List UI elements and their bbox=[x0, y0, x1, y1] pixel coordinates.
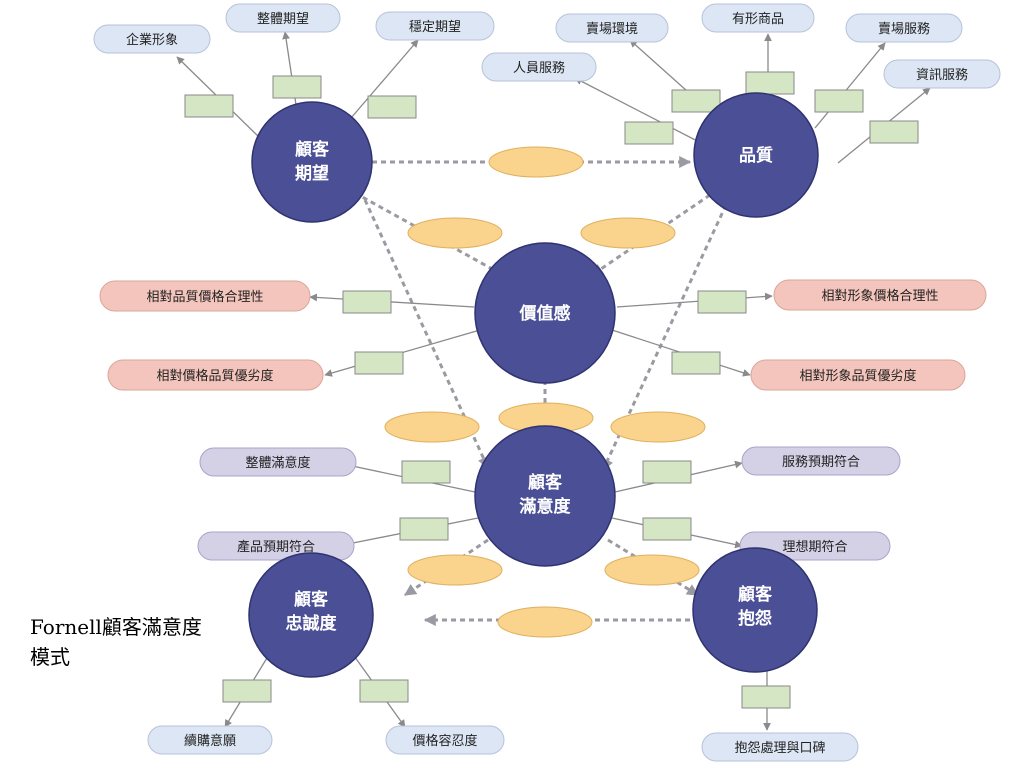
node-customer-satisfaction-line1: 顧客 bbox=[528, 472, 563, 493]
pill-personnel-service-label: 人員服務 bbox=[513, 61, 565, 76]
pill-overall-expectation: 整體期望 bbox=[225, 3, 341, 33]
node-customer-expectation-line2: 期望 bbox=[295, 163, 329, 184]
pill-overall-satisfaction: 整體滿意度 bbox=[199, 447, 357, 477]
pill-repurchase-intention: 續購意願 bbox=[147, 725, 273, 755]
pill-rel-image-price-label: 相對形象價格合理性 bbox=[821, 288, 938, 304]
pill-corporate-image: 企業形象 bbox=[93, 24, 211, 54]
node-customer-complaint: 顧客 抱怨 bbox=[692, 547, 818, 673]
pill-rel-image-quality-label: 相對形象品質優劣度 bbox=[799, 368, 916, 384]
node-customer-satisfaction-line2: 滿意度 bbox=[520, 496, 572, 517]
pill-complaint-handling: 抱怨處理與口碑 bbox=[701, 732, 859, 762]
pill-tangible-products: 有形商品 bbox=[701, 3, 815, 33]
pill-rel-quality-price-label: 相對品質價格合理性 bbox=[146, 289, 263, 305]
pill-price-tolerance-label: 價格容忍度 bbox=[412, 733, 477, 749]
pill-price-tolerance: 價格容忍度 bbox=[385, 725, 505, 755]
pill-ideal-expectation-fit-label: 理想期符合 bbox=[782, 539, 847, 555]
pill-corporate-image-label: 企業形象 bbox=[126, 32, 178, 48]
constructs: 顧客 期望 品質 價值感 顧客 滿意度 顧客 忠誠度 顧客 抱怨 bbox=[248, 92, 819, 678]
node-quality-label: 品質 bbox=[739, 145, 773, 166]
node-customer-loyalty-line2: 忠誠度 bbox=[286, 613, 338, 634]
pill-stable-expectation: 穩定期望 bbox=[375, 11, 495, 41]
pill-rel-image-quality: 相對形象品質優劣度 bbox=[750, 359, 966, 391]
node-customer-loyalty-line1: 顧客 bbox=[294, 589, 329, 610]
indicator-pills: 企業形象 整體期望 穩定期望 賣場環境 有形商品 賣場服務 人員服務 bbox=[93, 3, 1001, 762]
pill-information-service-label: 資訊服務 bbox=[916, 68, 968, 83]
pill-complaint-handling-label: 抱怨處理與口碑 bbox=[734, 740, 825, 756]
pill-repurchase-intention-label: 續購意願 bbox=[184, 733, 236, 749]
pill-tangible-products-label: 有形商品 bbox=[732, 12, 784, 27]
pill-personnel-service: 人員服務 bbox=[481, 52, 597, 82]
path-ovals bbox=[384, 146, 706, 638]
node-perceived-value-label: 價值感 bbox=[519, 303, 571, 324]
pill-stable-expectation-label: 穩定期望 bbox=[409, 19, 461, 35]
pill-service-expectation-fit-label: 服務預期符合 bbox=[782, 454, 860, 470]
pill-information-service: 資訊服務 bbox=[883, 59, 1001, 89]
node-customer-complaint-line2: 抱怨 bbox=[738, 608, 772, 629]
pill-overall-expectation-label: 整體期望 bbox=[257, 11, 309, 27]
node-customer-complaint-line1: 顧客 bbox=[738, 584, 773, 605]
pill-store-environment-label: 賣場環境 bbox=[586, 22, 638, 37]
indicator-boxes bbox=[184, 71, 919, 709]
diagram-caption: Fornell顧客滿意度模式 bbox=[30, 615, 202, 669]
pill-store-service-label: 賣場服務 bbox=[878, 22, 930, 37]
pill-rel-quality-price: 相對品質價格合理性 bbox=[99, 280, 311, 312]
pill-rel-image-price: 相對形象價格合理性 bbox=[773, 279, 987, 311]
node-customer-expectation: 顧客 期望 bbox=[251, 101, 373, 223]
node-customer-expectation-line1: 顧客 bbox=[295, 139, 330, 160]
node-perceived-value: 價值感 bbox=[474, 242, 616, 384]
pill-store-environment: 賣場環境 bbox=[555, 13, 669, 43]
pill-service-expectation-fit: 服務預期符合 bbox=[741, 446, 901, 476]
pill-store-service: 賣場服務 bbox=[845, 13, 963, 43]
pill-product-expectation-fit-label: 產品預期符合 bbox=[237, 539, 315, 555]
pill-rel-price-quality-label: 相對價格品質優劣度 bbox=[156, 368, 273, 384]
pill-overall-satisfaction-label: 整體滿意度 bbox=[245, 455, 310, 471]
node-customer-loyalty: 顧客 忠誠度 bbox=[248, 552, 374, 678]
node-quality: 品質 bbox=[693, 92, 819, 218]
node-customer-satisfaction: 顧客 滿意度 bbox=[474, 425, 616, 567]
pill-rel-price-quality: 相對價格品質優劣度 bbox=[107, 359, 324, 391]
